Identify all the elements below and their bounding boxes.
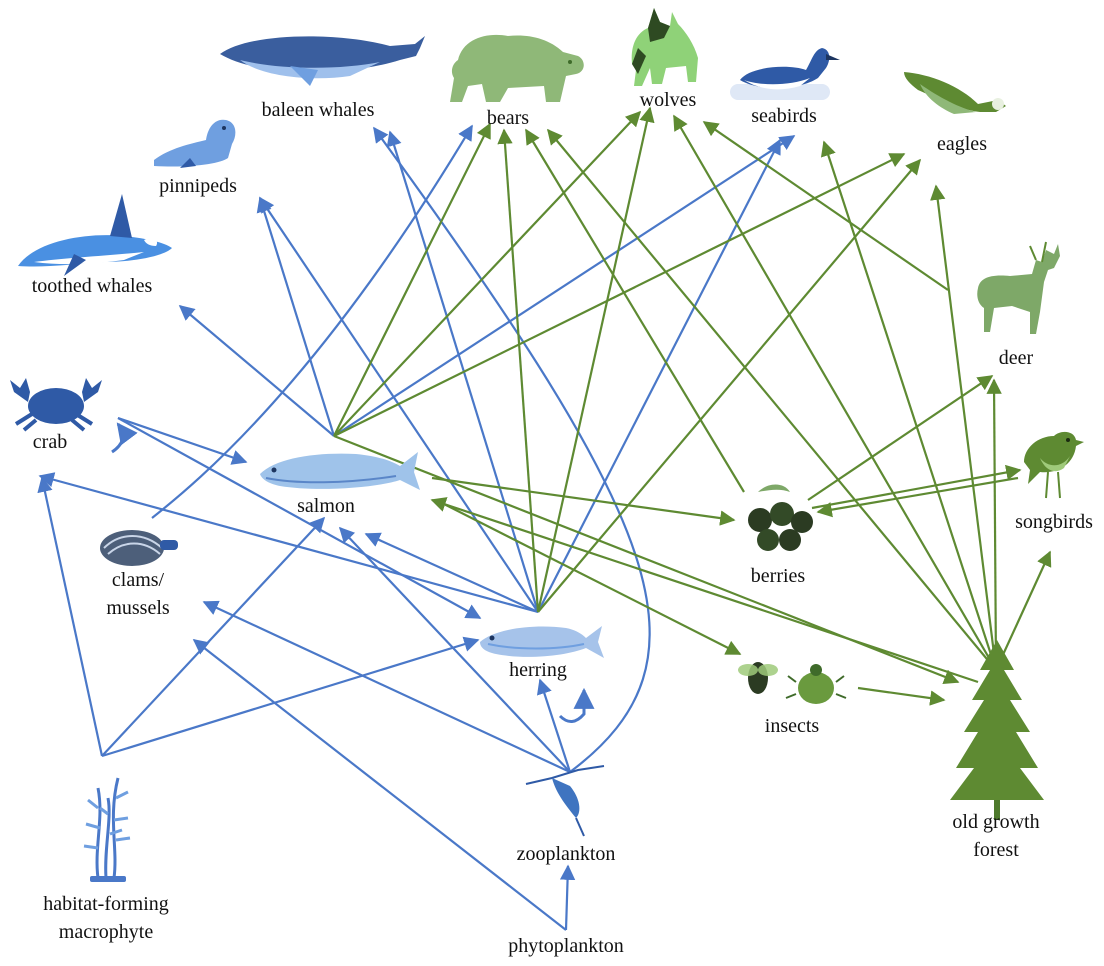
link-salmon-to-wolves: [333, 110, 642, 437]
crab-icon: [10, 378, 102, 432]
link-zooplankton-to-herring: [536, 678, 572, 773]
link-zooplankton-to-clams-mussels: [202, 600, 571, 773]
seabirds-label: seabirds: [751, 105, 817, 127]
insects-label: insects: [765, 715, 820, 737]
food-web-links: [37, 106, 1052, 931]
kelp-icon: [83, 777, 131, 882]
link-crab-to-herring: [117, 417, 482, 619]
link-insects-to-old-growth-forest: [857, 686, 946, 706]
seabird-icon: [730, 48, 840, 100]
tree-icon: [950, 640, 1044, 820]
clams-mussels-label-line2: mussels: [106, 597, 170, 619]
link-salmon-to-eagles: [333, 153, 906, 437]
link-salmon-to-berries: [431, 476, 736, 526]
phytoplankton-label: phytoplankton: [508, 935, 624, 957]
pinnipeds-label: pinnipeds: [159, 175, 237, 197]
old-growth-forest-label-line1: old growth: [952, 811, 1039, 833]
link-old-growth-forest-to-salmon: [430, 497, 979, 684]
clams-mussels-label-line1: clams/: [112, 569, 165, 591]
link-phytoplankton-to-clams-mussels: [192, 639, 567, 931]
songbirds-label: songbirds: [1015, 511, 1093, 533]
orca-icon: [18, 194, 172, 276]
deer-icon: [977, 241, 1060, 334]
link-old-growth-forest-to-eagles: [930, 184, 998, 671]
baleen-whales-label: baleen whales: [262, 99, 375, 121]
baleen-whale-icon: [220, 36, 425, 86]
link-berries-to-bears: [525, 128, 745, 493]
link-salmon-to-toothed-whales: [178, 305, 335, 437]
link-crab-to-salmon: [117, 416, 248, 465]
berries-icon: [748, 484, 813, 551]
link-old-growth-forest-to-bears: [547, 128, 997, 671]
link-berries-to-songbirds: [811, 464, 1022, 510]
salmon-label: salmon: [297, 495, 355, 517]
bears-label: bears: [487, 107, 529, 129]
toothed-whales-label: toothed whales: [32, 275, 153, 297]
link-herring-to-eagles: [537, 158, 921, 613]
link-salmon-to-insects: [435, 499, 742, 655]
link-macrophyte-to-herring: [101, 636, 480, 758]
eagles-label: eagles: [937, 133, 987, 155]
link-old-growth-forest-to-wolves: [673, 114, 997, 671]
old-growth-forest-label-line2: forest: [973, 839, 1019, 861]
link-salmon-to-bears: [333, 122, 491, 437]
zooplankton-icon: [525, 765, 605, 837]
herring-icon: [480, 626, 604, 658]
salmon-icon: [260, 452, 420, 490]
link-songbirds-to-berries: [816, 476, 1019, 518]
link-herring-to-salmon: [364, 532, 539, 614]
link-macrophyte-to-crab: [37, 476, 104, 757]
bear-icon: [450, 34, 584, 103]
seal-icon: [154, 119, 236, 168]
insects-icon: [738, 662, 847, 704]
link-salmon-to-pinnipeds: [256, 196, 336, 437]
crab-self-loop-arrow: [111, 422, 138, 454]
wolves-label: wolves: [640, 89, 697, 111]
crab-label: crab: [33, 431, 67, 453]
link-old-growth-forest-to-seabirds: [820, 140, 998, 671]
deer-label: deer: [999, 347, 1034, 369]
herring-self-loop-arrow: [558, 687, 595, 723]
clam-icon: [100, 530, 178, 566]
wolf-icon: [631, 8, 698, 86]
songbird-icon: [1024, 431, 1084, 499]
link-herring-to-wolves: [536, 106, 655, 613]
link-salmon-to-seabirds: [333, 135, 796, 437]
eagle-icon: [904, 72, 1006, 114]
macrophyte-label-line2: macrophyte: [59, 921, 154, 943]
macrophyte-label-line1: habitat-forming: [43, 893, 169, 915]
link-phytoplankton-to-zooplankton: [559, 864, 576, 931]
link-old-growth-forest-to-deer: [986, 378, 1002, 671]
link-macrophyte-to-salmon: [101, 516, 326, 757]
link-old-growth-forest-to-songbirds: [994, 550, 1052, 671]
berries-label: berries: [751, 565, 806, 587]
link-deer-to-wolves: [702, 121, 949, 291]
zooplankton-label: zooplankton: [517, 843, 616, 865]
link-clams-mussels-to-bears: [151, 124, 473, 519]
link-herring-to-crab: [38, 472, 539, 614]
link-herring-to-bears: [497, 128, 540, 613]
herring-label: herring: [509, 659, 567, 681]
